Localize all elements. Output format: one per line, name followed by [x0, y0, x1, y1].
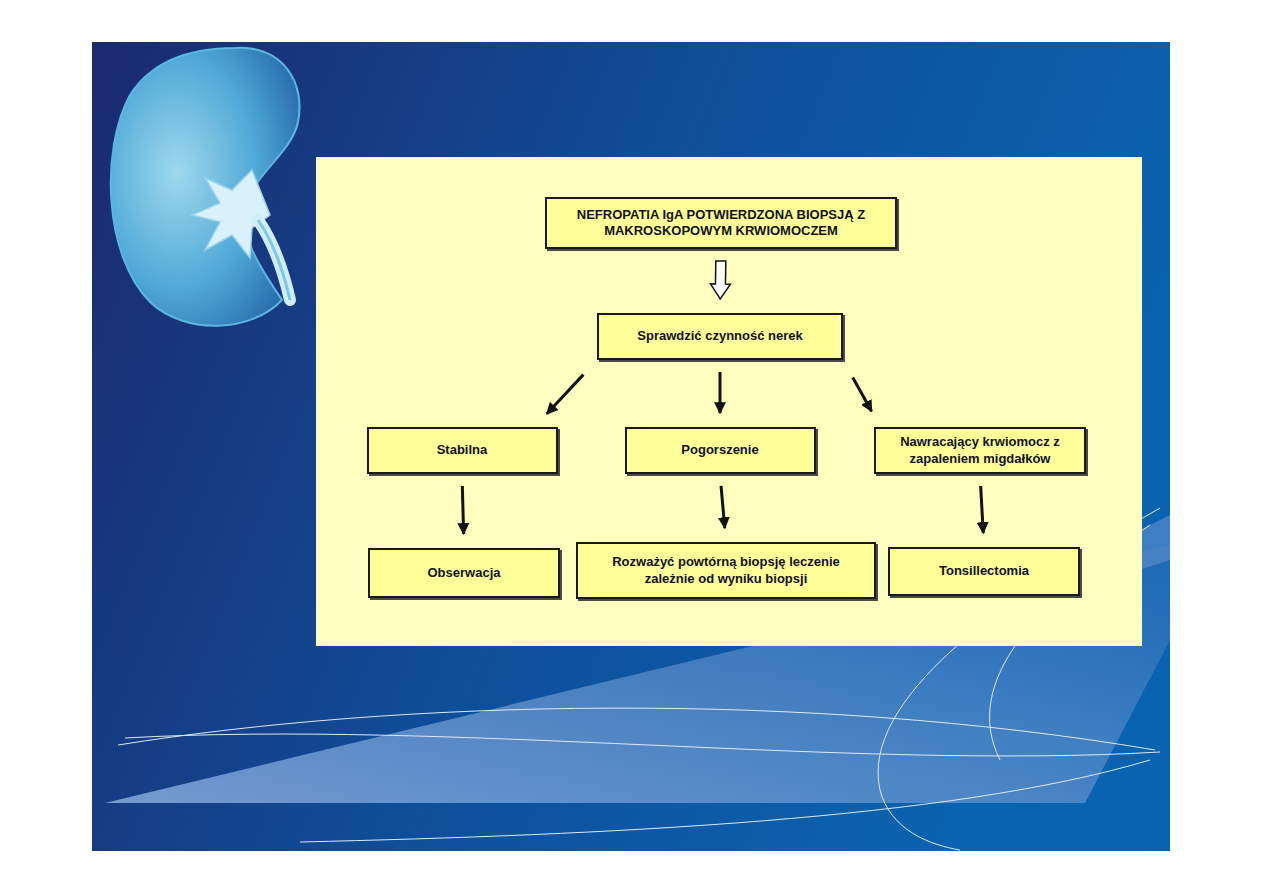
process-box: Sprawdzić czynność nerek — [597, 313, 843, 360]
box-label: Stabilna — [437, 442, 488, 458]
process-box: NEFROPATIA IgA POTWIERDZONA BIOPSJĄ Z MA… — [545, 197, 897, 249]
box-label: Tonsillectomia — [939, 563, 1029, 579]
process-box: Nawracający krwiomocz z zapaleniem migda… — [874, 427, 1086, 474]
box-label: Obserwacja — [428, 565, 501, 581]
box-label: Pogorszenie — [681, 442, 758, 458]
flow-arrow — [719, 372, 722, 413]
flow-arrow — [721, 486, 725, 528]
kidney-illustration — [111, 48, 300, 326]
box-label: Rozważyć powtórną biopsję leczenie zależ… — [586, 554, 866, 587]
block-arrow — [710, 261, 730, 299]
swoosh-line — [300, 760, 1150, 842]
process-box: Rozważyć powtórną biopsję leczenie zależ… — [576, 542, 876, 599]
slide-panel — [92, 42, 1170, 851]
process-box: Obserwacja — [368, 548, 560, 598]
process-box: Stabilna — [367, 427, 558, 474]
flow-arrow — [853, 377, 872, 411]
chart-panel — [316, 157, 1142, 646]
box-label: Sprawdzić czynność nerek — [637, 328, 802, 344]
swoosh-line — [125, 734, 1160, 756]
box-label: Nawracający krwiomocz z zapaleniem migda… — [884, 434, 1076, 467]
swoosh-line — [118, 708, 1155, 750]
flow-arrow — [547, 375, 584, 414]
flow-arrow — [981, 486, 984, 533]
flow-arrow — [462, 486, 463, 534]
process-box: Tonsillectomia — [888, 547, 1080, 596]
process-box: Pogorszenie — [625, 427, 816, 474]
box-label: NEFROPATIA IgA POTWIERDZONA BIOPSJĄ Z MA… — [555, 207, 887, 240]
